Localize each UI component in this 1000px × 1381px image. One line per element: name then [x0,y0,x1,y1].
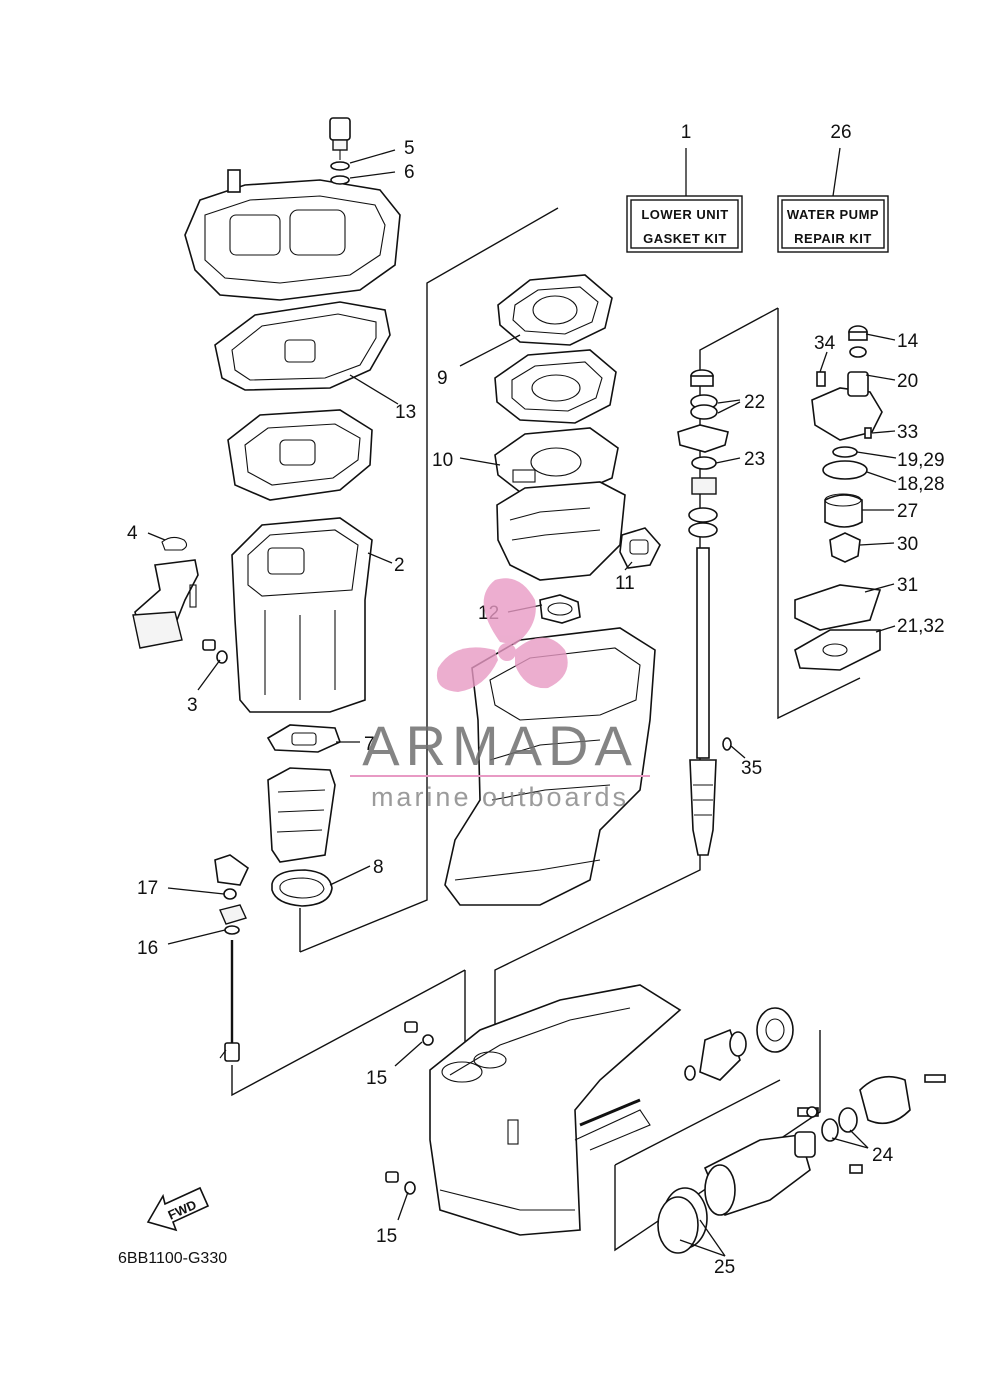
callout-17: 17 [137,878,158,899]
callout-22: 22 [744,392,765,413]
upper-casing [184,169,401,301]
exhaust-guide-upper [227,409,373,501]
lower-unit-gasket-kit-box: LOWER UNIT GASKET KIT [626,195,743,253]
callout-23: 23 [744,449,765,470]
callout-33: 33 [897,422,918,443]
pin-35 [722,737,732,751]
o-ring-6 [330,161,350,171]
bolt-15b [385,1171,416,1195]
water-pump [794,325,883,671]
lower-unit-housing [429,984,682,1236]
propeller-shaft-parts [579,1007,946,1254]
thermo-sensor [329,117,351,160]
callout-3: 3 [187,695,198,716]
bolt-15a [404,1021,434,1046]
callout-7: 7 [364,734,375,755]
callout-24: 24 [872,1145,894,1166]
callout-15: 15 [376,1226,397,1247]
fwd-arrow: FWD [146,1186,210,1232]
watermark-brand: ARMADA [362,714,638,777]
kit-label-line2: REPAIR KIT [794,231,872,246]
group-frame-gaskets [299,207,559,953]
group-frame-tick [614,1079,781,1166]
callout-21-32: 21,32 [897,616,945,637]
armada-watermark: ARMADA marine outboards [350,578,650,812]
callout-19-29: 19,29 [897,450,945,471]
grommet-4 [161,536,188,551]
kit-label-line1: LOWER UNIT [641,207,728,222]
callout-26: 26 [830,122,851,143]
shift-rod-assembly [214,854,250,1062]
plug-3 [202,639,228,664]
callout-25: 25 [714,1257,735,1278]
exhaust-manifold [494,349,617,424]
gasket-7 [266,724,342,753]
water-tube-bracket [132,559,199,649]
watermark-tagline: marine outboards [371,782,629,812]
drive-shaft [677,369,729,856]
callout-16: 16 [137,938,158,959]
leader-lines [147,147,897,1257]
callout-5: 5 [404,138,415,159]
callout-20: 20 [897,371,918,392]
callout-18-28: 18,28 [897,474,945,495]
callout-27: 27 [897,501,918,522]
callout-30: 30 [897,534,918,555]
callout-10: 10 [432,450,453,471]
callout-9: 9 [437,368,448,389]
callout-labels: 1 26 5 6 9 13 10 14 34 20 22 33 23 19,29… [127,122,945,1278]
diagram-code: 6BB1100-G330 [118,1250,227,1267]
seal-8 [271,869,333,907]
callout-35: 35 [741,758,762,779]
callout-11: 11 [615,573,635,594]
callout-1: 1 [681,122,692,143]
exhaust-casing [231,517,373,713]
rubber-mount-11 [619,527,661,569]
callout-8: 8 [373,857,384,878]
callout-2: 2 [394,555,405,576]
o-ring-6b [330,175,350,185]
group-frame-driveshaft [494,307,779,1040]
gasket-10 [494,427,619,495]
group-frame-lower-case [231,969,466,1097]
callout-14: 14 [897,331,919,352]
callout-4: 4 [127,523,138,544]
group-frame-water-pump [777,308,861,720]
kit-label-line1: WATER PUMP [787,207,879,222]
propeller-logo [436,578,568,692]
upper-case-body [496,481,626,581]
nut-12 [539,594,581,624]
gasket-9 [497,274,613,346]
callout-15: 15 [366,1068,387,1089]
muffler [267,767,336,863]
callout-13: 13 [395,402,416,423]
kit-label-line2: GASKET KIT [643,231,727,246]
water-pump-repair-kit-box: WATER PUMP REPAIR KIT [777,195,889,253]
callout-6: 6 [404,162,415,183]
gasket-13 [214,301,391,391]
callout-31: 31 [897,575,918,596]
callout-34: 34 [814,333,836,354]
